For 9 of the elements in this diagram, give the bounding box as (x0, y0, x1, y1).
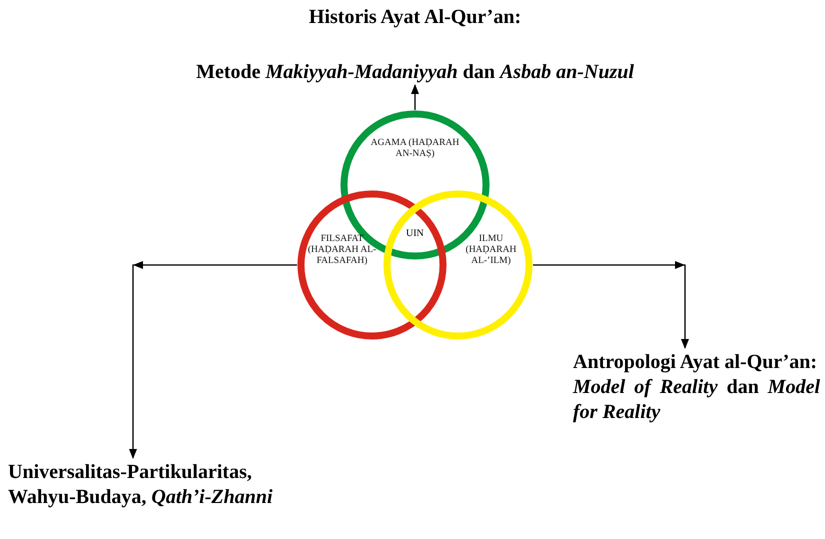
heading-text: Historis Ayat Al-Qur’an: (308, 5, 522, 30)
intersection-label: UIN (406, 228, 424, 239)
body-text: Universalitas-Partikularitas, Wahyu-Budaya, Qath’i-Zhanni (8, 460, 274, 510)
body-text: Model of Reality dan Model for Reality (573, 375, 820, 425)
circle-label: FILSAFAT (HAḌARAH AL-FALSAFAH) (306, 234, 378, 267)
circle-label: AGAMA (HAḌARAH AN-NAṢ) (370, 138, 460, 160)
circle-label: ILMU (HAḌARAH AL-’ILM) (464, 234, 518, 267)
heading-text: Antropologi Ayat al-Qur’an: (573, 350, 818, 375)
body-text: Metode Makiyyah-Madaniyyah dan Asbab an-Nuzul (195, 60, 635, 85)
